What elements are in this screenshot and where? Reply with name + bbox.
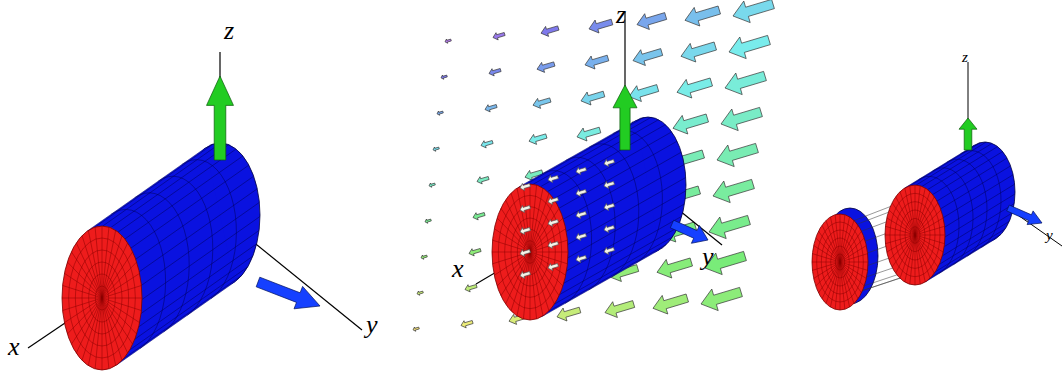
field-arrow: [548, 263, 559, 270]
field-arrow: [425, 219, 431, 223]
field-arrow: [717, 143, 758, 166]
field-arrow: [520, 271, 531, 278]
disc-face: [812, 214, 868, 310]
z-unit-arrow: [207, 76, 234, 160]
z-unit-arrow: [613, 85, 637, 150]
field-arrow: [585, 55, 609, 69]
field-arrow: [533, 98, 551, 109]
field-arrow: [489, 69, 501, 76]
field-arrow: [520, 227, 531, 234]
panel-cylinder: [28, 52, 362, 370]
cylinder-end-face: [885, 185, 945, 285]
y-unit-arrow: [670, 220, 708, 243]
field-arrow: [701, 287, 742, 310]
field-arrow: [729, 35, 770, 58]
axis-label: z: [224, 18, 234, 44]
field-arrow: [657, 258, 693, 278]
field-arrow: [481, 141, 493, 148]
axis-label: x: [452, 256, 464, 282]
field-arrow: [604, 181, 615, 188]
field-arrow: [548, 175, 559, 182]
field-arrow: [709, 215, 750, 238]
field-arrow: [413, 327, 419, 331]
panel-vector-field: [413, 0, 774, 331]
field-arrow: [725, 71, 766, 94]
axis-label: y: [1046, 228, 1053, 243]
field-arrow: [577, 127, 601, 141]
y-unit-arrow: [256, 277, 320, 309]
field-arrow: [529, 134, 547, 145]
field-arrow: [433, 147, 439, 151]
field-arrow: [633, 49, 663, 66]
cylinder-end-face: [62, 226, 142, 370]
field-arrow: [733, 0, 774, 23]
axis-label: z: [962, 50, 968, 65]
field-arrow: [629, 85, 659, 102]
field-arrow: [477, 177, 489, 184]
field-arrow: [685, 6, 721, 26]
field-arrow: [576, 211, 587, 218]
axis-label: z: [616, 2, 626, 28]
field-arrow: [557, 307, 581, 321]
field-arrow: [604, 203, 615, 210]
field-arrow: [576, 189, 587, 196]
axis-label: y: [366, 312, 378, 338]
cylinder-end-face: [492, 184, 568, 320]
field-arrow: [548, 219, 559, 226]
field-arrow: [576, 255, 587, 262]
field-arrow: [604, 247, 615, 254]
field-arrow: [548, 241, 559, 248]
field-arrow: [537, 62, 555, 73]
field-arrow: [581, 91, 605, 105]
field-arrow: [604, 159, 615, 166]
field-arrow: [605, 301, 635, 318]
field-arrow: [576, 233, 587, 240]
y-unit-arrow: [1007, 205, 1042, 225]
field-arrow: [576, 167, 587, 174]
field-arrow: [520, 183, 531, 190]
field-arrow: [485, 105, 497, 112]
field-arrow: [493, 33, 505, 40]
field-arrow: [653, 294, 689, 314]
field-arrow: [520, 249, 531, 256]
field-arrow: [548, 197, 559, 204]
field-arrow: [637, 13, 667, 30]
field-arrow: [417, 291, 423, 295]
field-arrow: [465, 285, 477, 292]
panel-exploded-cylinder: [812, 62, 1062, 310]
field-arrow: [520, 205, 531, 212]
field-arrow: [713, 179, 754, 202]
field-arrow: [469, 249, 481, 256]
axis-label: y: [702, 244, 714, 270]
field-arrow: [473, 213, 485, 220]
field-arrow: [589, 19, 613, 33]
field-arrow: [721, 107, 762, 130]
axis-label: x: [8, 334, 20, 360]
field-arrow: [437, 111, 443, 115]
field-arrow: [461, 321, 473, 328]
field-arrow: [677, 78, 713, 98]
field-arrow: [673, 114, 709, 134]
field-arrow: [429, 183, 435, 187]
field-arrow: [541, 26, 559, 37]
field-arrow: [421, 255, 427, 259]
field-arrow: [445, 39, 451, 43]
field-arrow: [441, 75, 447, 79]
z-unit-arrow: [959, 118, 977, 150]
field-arrow: [681, 42, 717, 62]
field-arrow: [604, 225, 615, 232]
